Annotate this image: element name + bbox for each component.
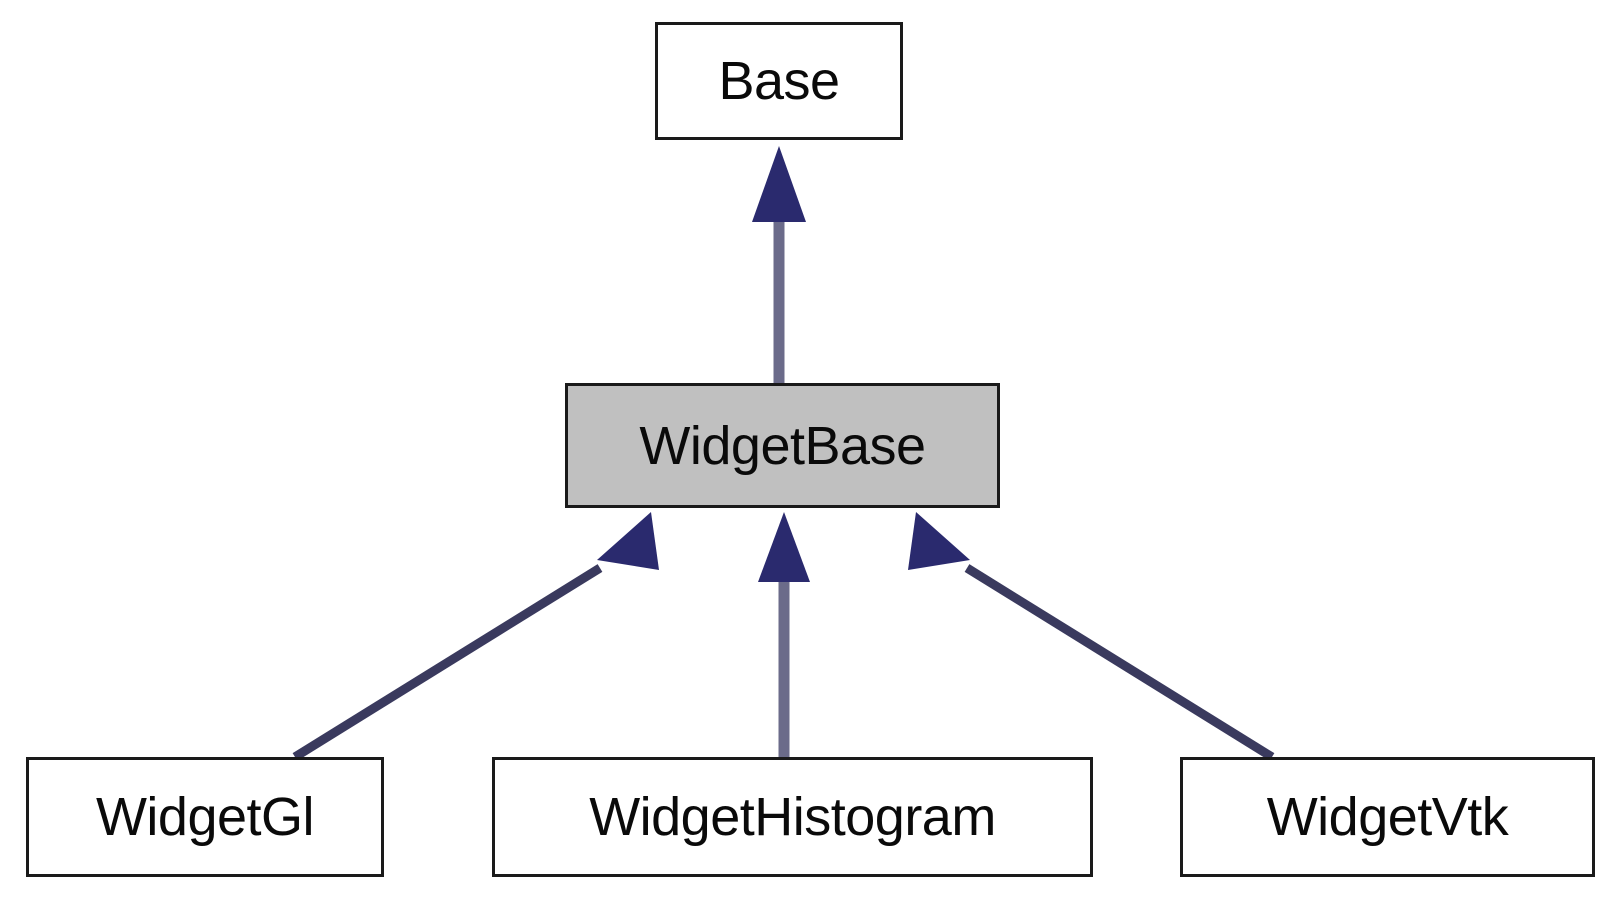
arrowhead-widgetvtk-to-widgetbase [908,512,970,570]
class-node-widgetgl[interactable]: WidgetGl [26,757,384,877]
arrowhead-widgetbase-to-base [752,146,806,222]
arrowhead-widgethistogram-to-widgetbase [758,512,810,582]
arrowhead-widgetgl-to-widgetbase [597,512,659,570]
class-node-base-label: Base [718,51,840,111]
edge-widgetgl-to-widgetbase [292,512,659,761]
class-node-widgetbase[interactable]: WidgetBase [565,383,1000,508]
class-node-widgethistogram-label: WidgetHistogram [589,787,996,847]
edge-widgetbase-to-base [752,146,806,383]
class-node-base[interactable]: Base [655,22,903,140]
edge-line-widgetvtk-to-widgetbase [964,564,1275,761]
class-node-widgethistogram[interactable]: WidgetHistogram [492,757,1093,877]
class-node-widgetbase-label: WidgetBase [639,415,926,476]
class-node-widgetvtk-label: WidgetVtk [1266,787,1509,847]
edge-line-widgetgl-to-widgetbase [292,564,603,761]
class-node-widgetgl-label: WidgetGl [95,787,315,847]
edge-widgetvtk-to-widgetbase [908,512,1275,761]
edge-widgethistogram-to-widgetbase [758,512,810,757]
class-node-widgetvtk[interactable]: WidgetVtk [1180,757,1595,877]
